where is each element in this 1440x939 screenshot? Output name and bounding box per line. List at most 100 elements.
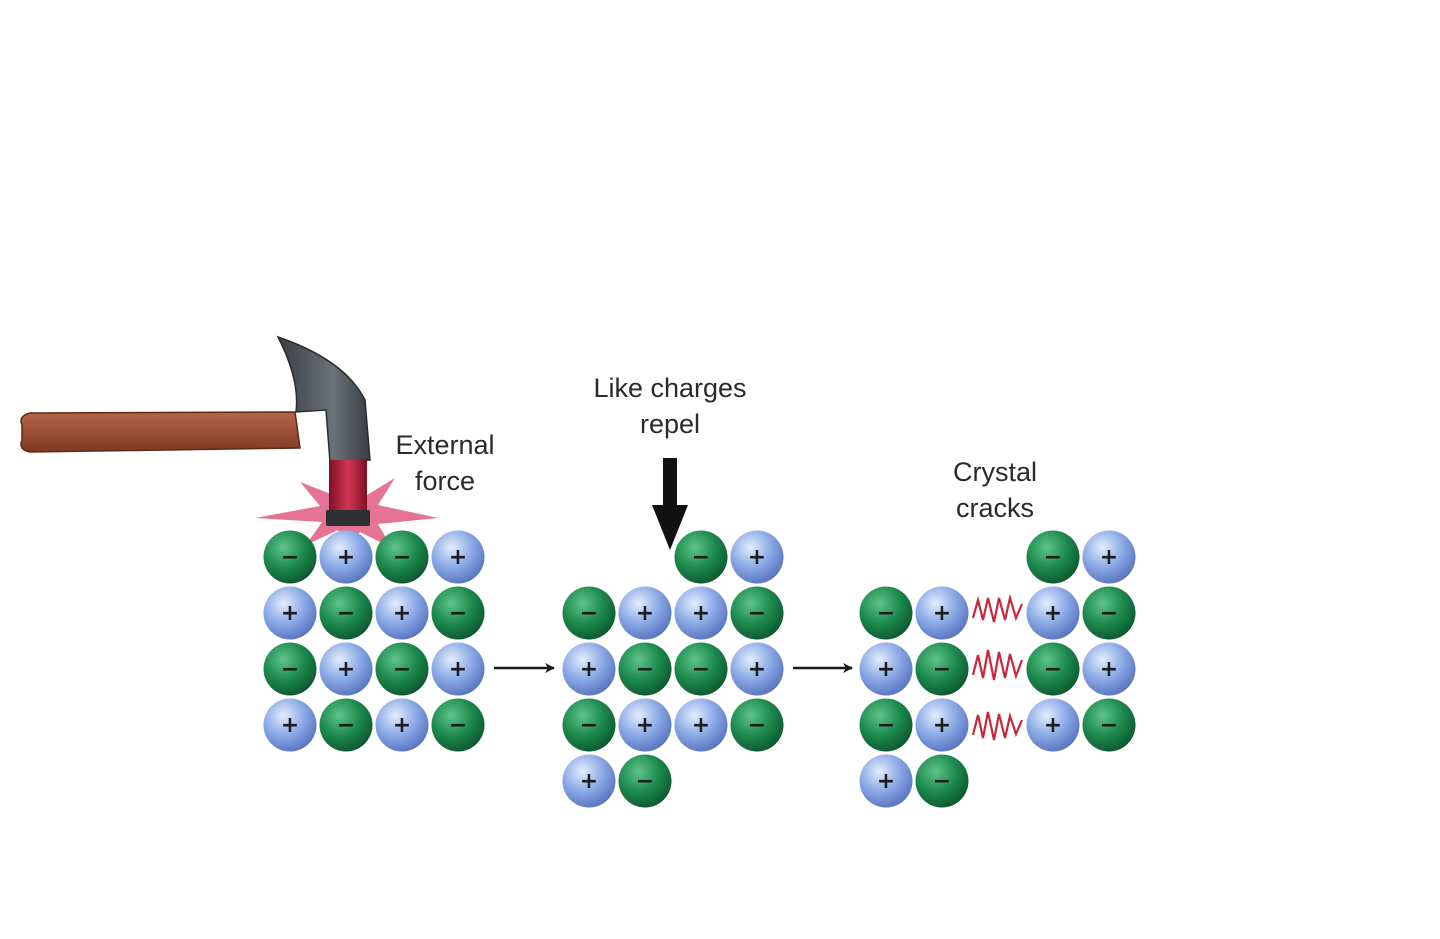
plus-sign: +	[692, 713, 710, 738]
stage-shifted-crystal: −+−++−+−−+−++−+−	[562, 530, 784, 808]
external-force-label: External force	[395, 430, 495, 496]
plus-sign: +	[281, 601, 299, 626]
cation-ion: +	[859, 754, 913, 808]
minus-sign: −	[636, 657, 654, 682]
cation-ion: +	[431, 642, 485, 696]
minus-sign: −	[337, 713, 355, 738]
crack-zigzag	[971, 649, 1024, 681]
minus-sign: −	[692, 657, 710, 682]
anion-ion: −	[562, 586, 616, 640]
crack-zigzag	[971, 593, 1024, 623]
cation-ion: +	[674, 586, 728, 640]
anion-ion: −	[730, 586, 784, 640]
anion-ion: −	[859, 586, 913, 640]
minus-sign: −	[281, 657, 299, 682]
cation-ion: +	[915, 586, 969, 640]
anion-ion: −	[319, 698, 373, 752]
crack-zigzags	[971, 593, 1024, 741]
minus-sign: −	[580, 713, 598, 738]
plus-sign: +	[1100, 657, 1118, 682]
plus-sign: +	[393, 713, 411, 738]
plus-sign: +	[580, 657, 598, 682]
cation-ion: +	[618, 698, 672, 752]
cation-ion: +	[859, 642, 913, 696]
cation-ion: +	[674, 698, 728, 752]
anion-ion: −	[674, 642, 728, 696]
plus-sign: +	[281, 713, 299, 738]
minus-sign: −	[877, 601, 895, 626]
plus-sign: +	[692, 601, 710, 626]
anion-ion: −	[562, 698, 616, 752]
crack-zigzag	[971, 711, 1024, 741]
anion-ion: −	[915, 642, 969, 696]
anion-ion: −	[431, 698, 485, 752]
cation-ion: +	[562, 754, 616, 808]
plus-sign: +	[1100, 545, 1118, 570]
cation-ion: +	[1026, 698, 1080, 752]
minus-sign: −	[449, 601, 467, 626]
cation-ion: +	[431, 530, 485, 584]
plus-sign: +	[748, 545, 766, 570]
anion-ion: −	[1082, 586, 1136, 640]
minus-sign: −	[393, 545, 411, 570]
cation-ion: +	[263, 586, 317, 640]
plus-sign: +	[877, 657, 895, 682]
cation-ion: +	[730, 642, 784, 696]
cation-ion: +	[562, 642, 616, 696]
anion-ion: −	[730, 698, 784, 752]
cation-ion: +	[915, 698, 969, 752]
cation-ion: +	[1082, 642, 1136, 696]
minus-sign: −	[933, 657, 951, 682]
plus-sign: +	[580, 769, 598, 794]
cation-ion: +	[1082, 530, 1136, 584]
anion-ion: −	[1026, 530, 1080, 584]
plus-sign: +	[636, 601, 654, 626]
hammer-icon	[20, 335, 371, 526]
cation-ion: +	[319, 530, 373, 584]
minus-sign: −	[580, 601, 598, 626]
minus-sign: −	[337, 601, 355, 626]
minus-sign: −	[692, 545, 710, 570]
anion-ion: −	[263, 530, 317, 584]
plus-sign: +	[449, 657, 467, 682]
minus-sign: −	[748, 601, 766, 626]
cation-ion: +	[1026, 586, 1080, 640]
stage-intact-crystal: − + − + + − + − − + − + + − + −	[263, 530, 485, 752]
anion-ion: −	[375, 642, 429, 696]
cation-ion: +	[319, 642, 373, 696]
anion-ion: −	[431, 586, 485, 640]
minus-sign: −	[393, 657, 411, 682]
cation-ion: +	[375, 698, 429, 752]
plus-sign: +	[1044, 601, 1062, 626]
cation-ion: +	[730, 530, 784, 584]
like-charges-arrow	[652, 458, 688, 550]
anion-ion: −	[915, 754, 969, 808]
minus-sign: −	[877, 713, 895, 738]
plus-sign: +	[337, 545, 355, 570]
plus-sign: +	[449, 545, 467, 570]
plus-sign: +	[337, 657, 355, 682]
anion-ion: −	[618, 754, 672, 808]
plus-sign: +	[393, 601, 411, 626]
anion-ion: −	[319, 586, 373, 640]
minus-sign: −	[281, 545, 299, 570]
minus-sign: −	[933, 769, 951, 794]
anion-ion: −	[859, 698, 913, 752]
minus-sign: −	[449, 713, 467, 738]
cation-ion: +	[375, 586, 429, 640]
cation-ion: +	[263, 698, 317, 752]
minus-sign: −	[1044, 545, 1062, 570]
minus-sign: −	[748, 713, 766, 738]
anion-ion: −	[1082, 698, 1136, 752]
crystal-cracks-label: Crystal cracks	[952, 457, 1037, 523]
stage-cracked-crystal: −++−−++−−++−−++−	[859, 530, 1136, 808]
minus-sign: −	[1100, 713, 1118, 738]
plus-sign: +	[748, 657, 766, 682]
cation-ion: +	[618, 586, 672, 640]
plus-sign: +	[933, 713, 951, 738]
plus-sign: +	[1044, 713, 1062, 738]
anion-ion: −	[375, 530, 429, 584]
anion-ion: −	[674, 530, 728, 584]
anion-ion: −	[263, 642, 317, 696]
